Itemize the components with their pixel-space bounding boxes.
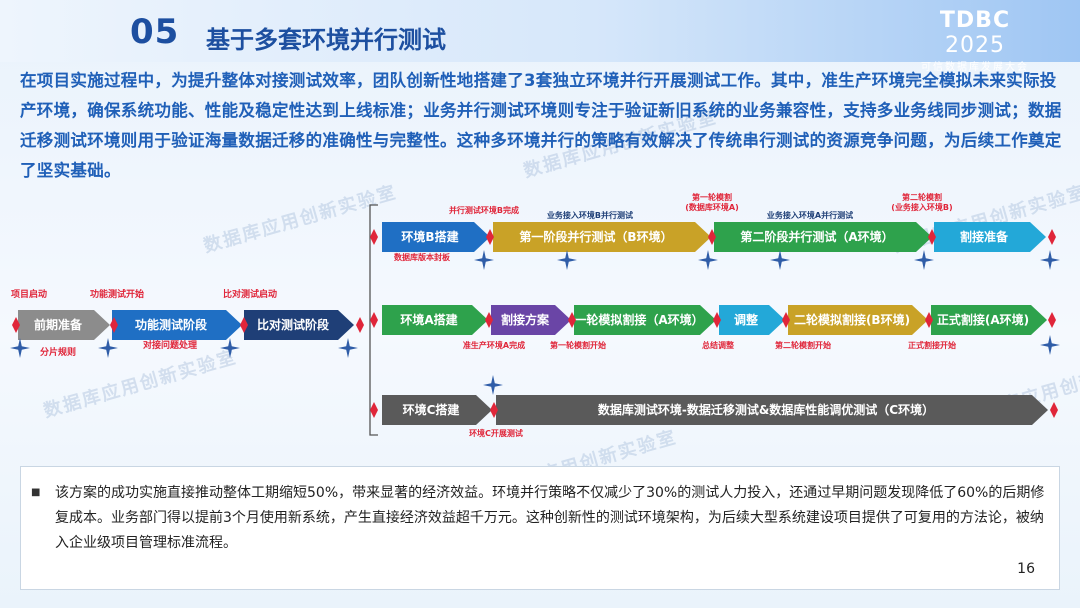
logo-main: TDBC xyxy=(939,8,1011,33)
step-function-test-label: 功能测试阶段 xyxy=(135,317,208,332)
row-b-top-label: 并行测试环境B完成 xyxy=(449,205,519,215)
page-title: 基于多套环境并行测试 xyxy=(206,26,446,54)
milestone-diamond-icon xyxy=(485,312,493,328)
step-cutover-prep-label: 割接准备 xyxy=(960,229,1009,244)
main-top-label: 项目启动 xyxy=(11,288,47,300)
milestone-diamond-icon xyxy=(713,312,721,328)
step-cutover-plan xyxy=(491,305,571,335)
step-cutover-prep xyxy=(934,222,1046,252)
milestone-diamond-icon xyxy=(486,229,494,245)
milestone-diamond-icon xyxy=(240,317,248,333)
step-prep-label: 前期准备 xyxy=(34,317,83,332)
sparkle-star-icon xyxy=(483,375,503,395)
step-adjust-label: 调整 xyxy=(734,312,758,327)
step-adjust xyxy=(719,305,785,335)
summary-text: 该方案的成功实施直接推动整体工期缩短50%，带来显著的经济效益。环境并行策略不仅… xyxy=(55,485,1045,551)
step-phase2-parallel xyxy=(714,222,932,252)
step-env-a-build xyxy=(382,305,488,335)
step-formal-cutover xyxy=(931,305,1047,335)
milestone-diamond-icon xyxy=(370,402,378,418)
row-a-bottom-label: 正式割接开始 xyxy=(908,340,956,350)
milestone-diamond-icon xyxy=(490,402,498,418)
step-function-test xyxy=(112,310,242,340)
row-a-bottom-label: 总结调整 xyxy=(702,340,734,350)
conference-logo: TDBC 2025 可信数据库发展大会 xyxy=(910,8,1040,73)
milestone-diamond-icon xyxy=(708,229,716,245)
sparkle-star-icon xyxy=(914,250,934,270)
main-top-label: 功能测试开始 xyxy=(90,288,144,300)
logo-year: 2025 xyxy=(945,33,1005,58)
step-mock-cutover-2 xyxy=(788,305,928,335)
sparkle-star-icon xyxy=(698,250,718,270)
sparkle-star-icon xyxy=(557,250,577,270)
row-b-top-label: 第二轮模割 xyxy=(902,192,942,202)
step-env-b-build xyxy=(382,222,490,252)
summary-box: ■ 该方案的成功实施直接推动整体工期缩短50%，带来显著的经济效益。环境并行策略… xyxy=(20,466,1060,590)
row-b-top-label: 业务接入环境A并行测试 xyxy=(767,210,853,220)
row-b-top-label: 业务接入环境B并行测试 xyxy=(547,210,633,220)
milestone-diamond-icon xyxy=(370,229,378,245)
milestone-diamond-icon xyxy=(925,312,933,328)
step-cutover-plan-label: 割接方案 xyxy=(501,312,550,327)
sparkle-star-icon xyxy=(474,250,494,270)
row-a-bottom-label: 第二轮模割开始 xyxy=(775,340,831,350)
milestone-diamond-icon xyxy=(568,312,576,328)
sparkle-star-icon xyxy=(220,338,240,358)
intro-paragraph: 在项目实施过程中，为提升整体对接测试效率，团队创新性地搭建了3套独立环境并行开展… xyxy=(20,71,1062,180)
step-env-c-build-label: 环境C搭建 xyxy=(403,402,461,417)
step-env-c-build xyxy=(382,395,492,425)
bullet-icon: ■ xyxy=(31,487,41,498)
milestone-diamond-icon xyxy=(1048,229,1056,245)
milestone-diamond-icon xyxy=(1050,402,1058,418)
header-band xyxy=(0,0,1080,62)
step-phase2-parallel-label: 第二阶段并行测试（A环境） xyxy=(740,229,893,244)
sparkle-star-icon xyxy=(1040,335,1060,355)
step-mock-cutover-1-label: 一轮模拟割接（A环境） xyxy=(574,312,703,327)
step-compare-test-label: 比对测试阶段 xyxy=(257,317,330,332)
step-mock-cutover-2-label: 二轮模拟割接(B环境) xyxy=(794,312,910,327)
logo-subtitle: 可信数据库发展大会 xyxy=(921,62,1029,73)
milestone-diamond-icon xyxy=(928,229,936,245)
milestone-diamond-icon xyxy=(110,317,118,333)
row-b-top-label: 第一轮模割 xyxy=(692,192,732,202)
main-top-label: 比对测试启动 xyxy=(223,288,277,300)
step-prep xyxy=(18,310,110,340)
step-mock-cutover-1 xyxy=(574,305,716,335)
step-env-a-build-label: 环境A搭建 xyxy=(400,312,458,327)
row-b-top-label: (业务接入环境B) xyxy=(891,202,952,212)
row-a-bottom-label: 第一轮模割开始 xyxy=(550,340,606,350)
section-number: 05 xyxy=(130,12,180,52)
main-bottom-label: 分片规则 xyxy=(40,346,76,358)
sparkle-star-icon xyxy=(1040,250,1060,270)
step-phase1-parallel-label: 第一阶段并行测试（B环境） xyxy=(519,229,672,244)
row-b-bottom-label: 数据库版本封板 xyxy=(394,252,451,262)
row-b-top-label: (数据库环境A) xyxy=(685,202,739,212)
milestone-diamond-icon xyxy=(782,312,790,328)
step-env-b-build-label: 环境B搭建 xyxy=(401,229,459,244)
row-c-bottom-label: 环境C开展测试 xyxy=(469,428,523,438)
step-data-migration-test xyxy=(496,395,1048,425)
sparkle-star-icon xyxy=(770,250,790,270)
step-phase1-parallel xyxy=(493,222,711,252)
step-formal-cutover-label: 正式割接(A环境) xyxy=(937,312,1029,327)
milestone-diamond-icon xyxy=(370,312,378,328)
milestone-diamond-icon xyxy=(356,317,364,333)
milestone-diamond-icon xyxy=(12,317,20,333)
sparkle-star-icon xyxy=(98,338,118,358)
page-number: 16 xyxy=(1017,561,1035,577)
sparkle-star-icon xyxy=(10,338,30,358)
step-data-migration-test-label: 数据库测试环境-数据迁移测试&数据库性能调优测试（C环境） xyxy=(598,402,934,417)
sparkle-star-icon xyxy=(338,338,358,358)
milestone-diamond-icon xyxy=(1048,312,1056,328)
main-bottom-label: 对接问题处理 xyxy=(143,339,197,351)
step-compare-test xyxy=(244,310,354,340)
row-a-bottom-label: 准生产环境A完成 xyxy=(463,340,525,350)
